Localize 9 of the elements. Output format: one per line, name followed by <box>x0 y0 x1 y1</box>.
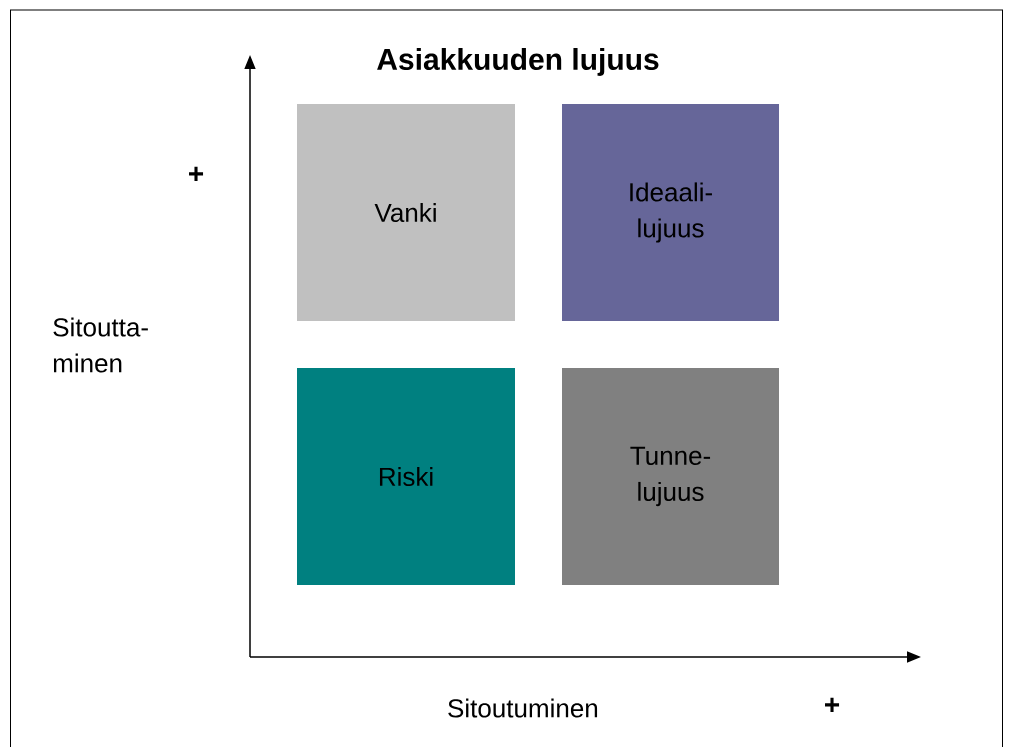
quadrant-box: Ideaali- lujuus <box>562 104 779 321</box>
plus-sign: + <box>189 166 204 181</box>
quadrant-box: Vanki <box>297 104 515 321</box>
axis-label: Sitoutuminen <box>448 698 598 718</box>
plus-sign: + <box>825 697 840 712</box>
chart-title: Asiakkuuden lujuus <box>377 48 659 76</box>
quadrant-box: Riski <box>297 368 515 585</box>
quadrant-box: Tunne- lujuus <box>562 368 779 585</box>
axis-label: Sitoutta- minen <box>53 317 148 373</box>
